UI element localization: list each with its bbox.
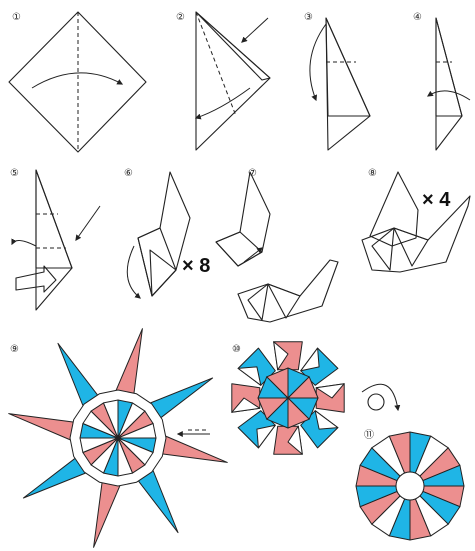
star-point	[94, 479, 122, 547]
step-5: ⑤	[10, 168, 100, 310]
step-3-number: ③	[304, 12, 313, 23]
star-point	[115, 329, 143, 397]
step-5-arrow-2	[12, 240, 36, 246]
step-7-pink-insert	[268, 284, 300, 318]
star-point	[9, 414, 77, 442]
step-8: ⑧ × 4	[362, 168, 470, 272]
step-5-arrow-1	[76, 206, 100, 240]
step-10-rotate-symbol	[368, 394, 384, 410]
step-4: ④	[413, 12, 470, 150]
step-1-number: ①	[12, 12, 21, 23]
step-4-arrow	[428, 91, 470, 100]
step-2: ②	[176, 12, 270, 150]
step-5-pink-face	[36, 170, 72, 268]
step-9-star	[9, 329, 228, 548]
step-8-white-insert	[372, 228, 394, 270]
step-5-number: ⑤	[10, 168, 19, 179]
step-9-number: ⑨	[10, 344, 19, 355]
step-7-arrow	[244, 248, 262, 262]
step-6-pink-flap	[150, 250, 176, 296]
step-6-white-flap	[138, 228, 176, 296]
step-1: ①	[9, 12, 146, 152]
step-7-white-flap	[216, 232, 262, 266]
step-3: ③	[304, 12, 370, 150]
step-3-pink-face	[326, 18, 370, 116]
ring-center-hole	[396, 472, 424, 500]
step-10-medallion	[232, 342, 344, 454]
step-4-kite	[436, 18, 462, 150]
medallion-blade-fold	[257, 425, 275, 448]
step-2-number: ②	[176, 12, 185, 23]
step-11-number: ⑪	[364, 429, 374, 441]
medallion-blade-fold	[301, 348, 319, 371]
step-4-number: ④	[413, 12, 422, 23]
step-8-pink-insert	[394, 228, 428, 266]
medallion-blade-fold	[315, 411, 338, 429]
step-8-multiplier: × 4	[422, 189, 451, 211]
step-6-multiplier: × 8	[182, 255, 210, 277]
step-11-ring	[356, 432, 464, 540]
step-10-number: ⑩	[232, 344, 241, 355]
step-2-triangle	[196, 12, 270, 150]
step-2-arrow-1	[242, 18, 268, 42]
step-2-pink-edge	[196, 12, 270, 80]
step-6-arrow	[127, 246, 140, 298]
step-3-kite	[326, 18, 370, 150]
step-11: ⑪	[356, 429, 464, 540]
step-3-arrow	[310, 24, 326, 100]
medallion-blade-fold	[238, 367, 261, 385]
step-4-pink-face	[436, 18, 462, 116]
step-1-fold-arrow	[32, 73, 122, 88]
step-6-number: ⑥	[124, 168, 133, 179]
step-9: ⑨	[9, 329, 228, 548]
step-10-transform-arrow	[362, 384, 398, 410]
step-2-fold-line	[196, 12, 236, 116]
step-8-number: ⑧	[368, 168, 377, 179]
step-2-arrow-2	[196, 88, 250, 118]
step-7: ⑦	[216, 168, 338, 322]
step-6: ⑥ × 8	[124, 168, 210, 298]
star-point	[159, 435, 227, 463]
step-8-pink-unit	[370, 172, 418, 246]
step-5-shape	[36, 170, 72, 310]
